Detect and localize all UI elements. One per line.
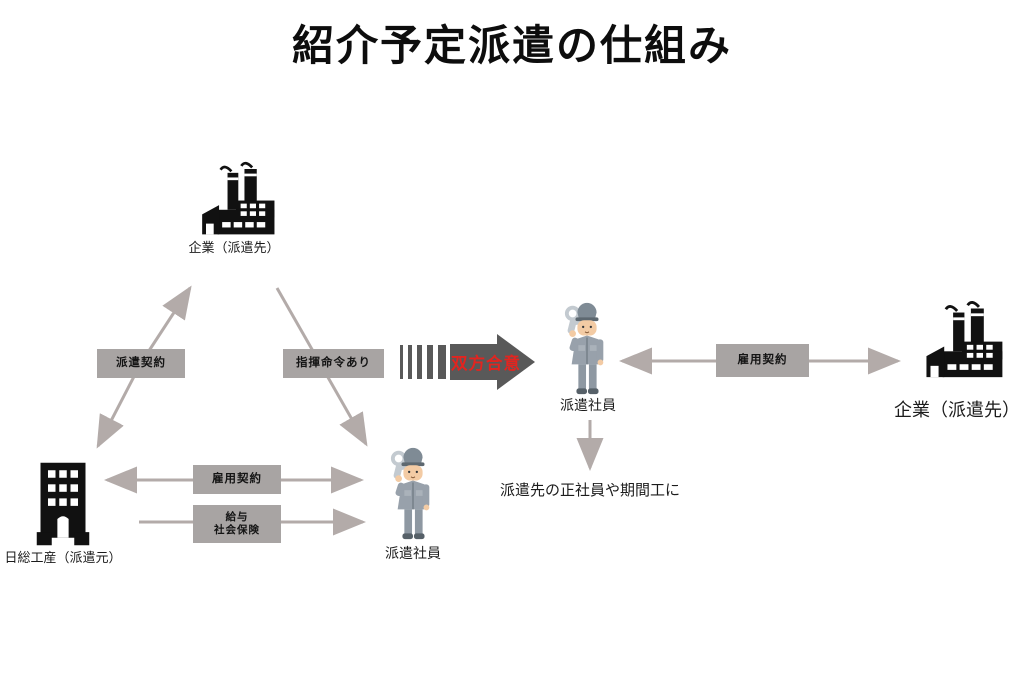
client-right-label: 企業（派遣先） (894, 400, 1020, 420)
employment-contract-box: 雇用契約 (193, 465, 281, 494)
salary-insurance-box: 給与 社会保険 (193, 505, 281, 543)
factory-right-icon (926, 301, 1003, 378)
worker-dispatched-label: 派遣社員 (385, 545, 441, 561)
worker-agreed-label: 派遣社員 (560, 397, 616, 413)
agency-label: 日総工産（派遣元） (4, 550, 122, 565)
factory-top-icon (202, 161, 275, 235)
striped-arrow-shape (400, 334, 535, 390)
dispatch-contract-box: 派遣契約 (97, 349, 185, 378)
command-order-box: 指揮命令あり (283, 349, 384, 378)
worker-dispatched-icon (390, 447, 430, 540)
client-top-label: 企業（派遣先） (188, 240, 280, 255)
outcome-note: 派遣先の正社員や期間工に (500, 482, 681, 499)
diagram-title: 紹介予定派遣の仕組み (291, 22, 732, 69)
agency-building-icon (36, 462, 90, 546)
mutual-agreement-arrow: 双方合意 (400, 331, 536, 393)
insurance-line: 社会保険 (214, 524, 260, 536)
employment-contract-right-box: 雇用契約 (716, 344, 809, 377)
mutual-agreement-label: 双方合意 (451, 355, 521, 373)
salary-line: 給与 (225, 510, 249, 523)
worker-agreed-icon (564, 302, 604, 395)
